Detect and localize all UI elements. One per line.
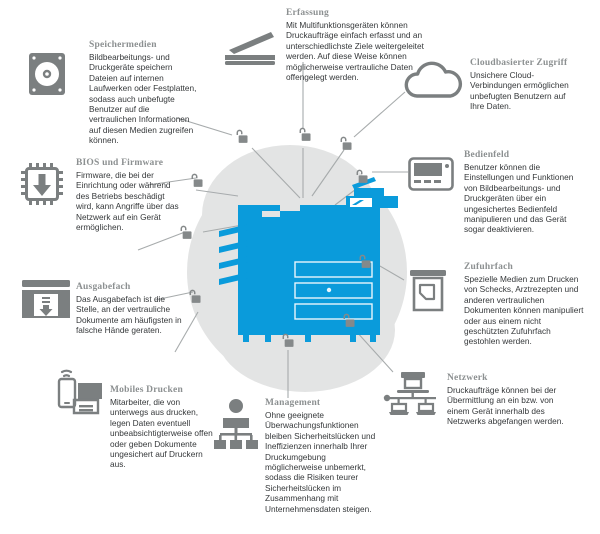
open-padlock-icon bbox=[356, 253, 373, 270]
block-text: Unsichere Cloud-Verbindungen ermöglichen… bbox=[470, 70, 569, 112]
block-speichermedien: Speichermedien Bildbearbeitungs- und Dru… bbox=[89, 40, 197, 146]
block-title: Zufuhrfach bbox=[464, 262, 513, 272]
block-zufuhrfach: Zufuhrfach Spezielle Medien zum Drucken … bbox=[464, 262, 584, 347]
open-padlock-icon bbox=[340, 312, 357, 329]
block-title: Cloudbasierter Zugriff bbox=[470, 58, 568, 68]
block-text: Mit Multifunktionsgeräten können Druckau… bbox=[286, 20, 424, 83]
chip-download-icon bbox=[18, 160, 66, 208]
cloud-icon bbox=[403, 60, 465, 100]
output-tray-icon bbox=[20, 278, 72, 322]
block-bedienfeld: Bedienfeld Benutzer können die Einstellu… bbox=[464, 150, 580, 235]
open-padlock-icon bbox=[353, 168, 370, 185]
block-management: Management Ohne geeignete Überwachungsfu… bbox=[265, 398, 382, 514]
block-title: BIOS und Firmware bbox=[76, 158, 164, 168]
block-mobiles-drucken: Mobiles Drucken Mitarbeiter, die von unt… bbox=[110, 385, 214, 470]
control-panel-icon bbox=[408, 157, 454, 193]
scanner-icon bbox=[221, 30, 279, 68]
mobile-print-icon bbox=[48, 367, 106, 419]
open-padlock-icon bbox=[186, 288, 203, 305]
block-title: Erfassung bbox=[286, 8, 329, 18]
block-text: Bildbearbeitungs- und Druckgeräte speich… bbox=[89, 52, 197, 146]
block-title: Management bbox=[265, 398, 321, 408]
block-erfassung: Erfassung Mit Multifunktionsgeräten könn… bbox=[286, 8, 428, 82]
open-padlock-icon bbox=[233, 128, 250, 145]
open-padlock-icon bbox=[279, 332, 296, 349]
block-text: Spezielle Medien zum Drucken von Schecks… bbox=[464, 274, 584, 347]
block-text: Ohne geeignete Überwachungsfunktionen bl… bbox=[265, 410, 376, 514]
open-padlock-icon bbox=[177, 224, 194, 241]
paper-tray-icon bbox=[406, 268, 450, 316]
block-title: Mobiles Drucken bbox=[110, 385, 183, 395]
block-text: Mitarbeiter, die von unterwegs aus druck… bbox=[110, 397, 213, 470]
open-padlock-icon bbox=[188, 172, 205, 189]
open-padlock-icon bbox=[296, 126, 313, 143]
block-title: Bedienfeld bbox=[464, 150, 510, 160]
block-text: Firmware, die bei der Einrichtung oder w… bbox=[76, 170, 179, 233]
block-text: Druckaufträge können bei der Übermittlun… bbox=[447, 385, 564, 427]
block-title: Speichermedien bbox=[89, 40, 157, 50]
org-chart-icon bbox=[212, 398, 260, 450]
block-text: Benutzer können die Einstellungen und Fu… bbox=[464, 162, 574, 235]
block-bios-und-firmware: BIOS und Firmware Firmware, die bei der … bbox=[76, 158, 180, 232]
block-netzwerk: Netzwerk Druckaufträge können bei der Üb… bbox=[447, 373, 573, 427]
hard-drive-icon bbox=[28, 52, 66, 96]
block-ausgabefach: Ausgabefach Das Ausgabefach ist die Stel… bbox=[76, 282, 188, 336]
open-padlock-icon bbox=[337, 135, 354, 152]
block-title: Ausgabefach bbox=[76, 282, 131, 292]
block-cloudbasierter-zugriff: Cloudbasierter Zugriff Unsichere Cloud-V… bbox=[470, 58, 578, 112]
network-icon bbox=[383, 370, 441, 418]
block-title: Netzwerk bbox=[447, 373, 488, 383]
block-text: Das Ausgabefach ist die Stelle, an der v… bbox=[76, 294, 182, 336]
